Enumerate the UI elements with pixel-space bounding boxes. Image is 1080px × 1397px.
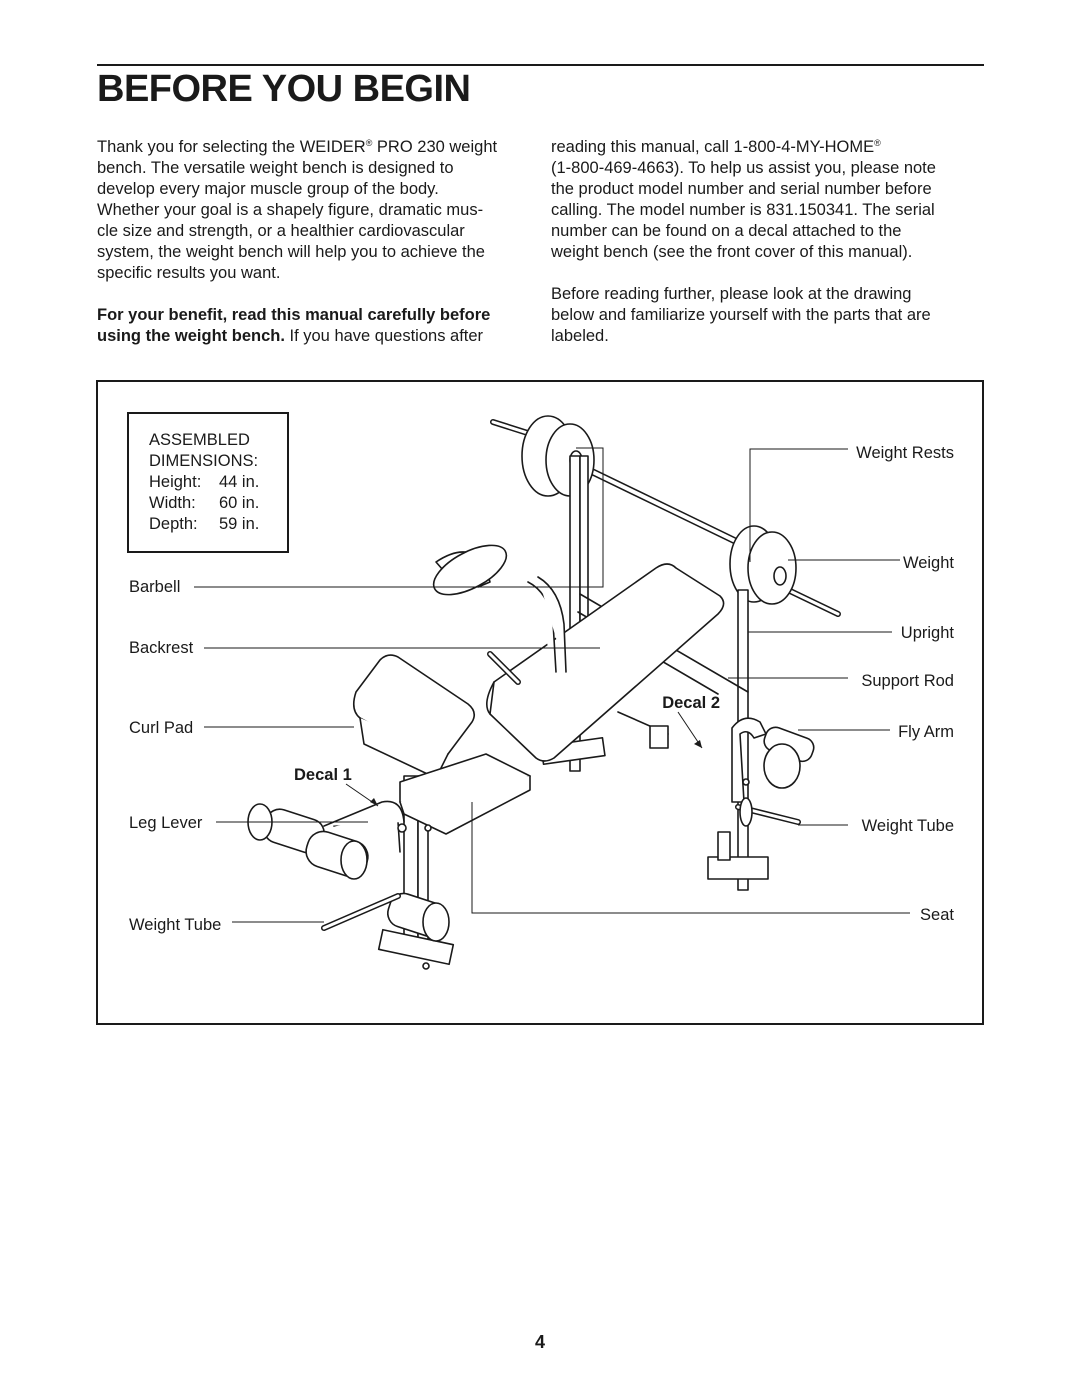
dimension-label-depth: Depth: [149, 515, 198, 533]
label-decal-2: Decal 2 [662, 694, 720, 712]
decal2-arrowhead [694, 740, 702, 748]
label-weight-tube-right: Weight Tube [862, 817, 954, 835]
label-weight: Weight [903, 554, 954, 572]
decal1-arrowhead [370, 798, 378, 806]
text-line: specific results you want. [97, 264, 281, 282]
label-upright: Upright [901, 624, 955, 642]
label-backrest: Backrest [129, 639, 194, 657]
label-decal-1: Decal 1 [294, 766, 352, 784]
text-line: labeled. [551, 327, 609, 345]
dimensions-heading-2: DIMENSIONS: [149, 452, 258, 470]
text-line: number can be found on a decal attached … [551, 222, 902, 240]
intro-left-column: Thank you for selecting the WEIDER® PRO … [97, 137, 532, 347]
bench-drawing: ASSEMBLED DIMENSIONS: Height: 44 in. Wid… [127, 412, 955, 970]
dimension-label-height: Height: [149, 473, 201, 491]
page-number: 4 [534, 1332, 545, 1352]
text-line: system, the weight bench will help you t… [97, 243, 485, 261]
text-line: below and familiarize yourself with the … [551, 306, 931, 324]
text-line: Before reading further, please look at t… [551, 285, 912, 303]
weight-bench-illustration [247, 415, 841, 970]
dimensions-box [127, 412, 289, 553]
page-title: BEFORE YOU BEGIN [97, 68, 471, 110]
label-curl-pad: Curl Pad [129, 719, 193, 737]
intro-paragraph-2: For your benefit, read this manual caref… [97, 305, 532, 347]
text-line: reading this manual, call 1-800-4-MY-HOM… [551, 138, 881, 156]
label-weight-rests: Weight Rests [856, 444, 954, 462]
dimension-value-height: 44 in. [219, 473, 259, 491]
text-line: For your benefit, read this manual caref… [97, 306, 491, 324]
label-support-rod: Support Rod [861, 672, 954, 690]
text-line: Thank you for selecting the WEIDER® PRO … [97, 138, 498, 156]
text-line: develop every major muscle group of the … [97, 180, 439, 198]
text-line: weight bench (see the front cover of thi… [551, 243, 913, 261]
dimensions-heading-1: ASSEMBLED [149, 431, 250, 449]
text-line: the product model number and serial numb… [551, 180, 932, 198]
text-line: using the weight bench. If you have ques… [97, 327, 484, 345]
intro-paragraph-1: Thank you for selecting the WEIDER® PRO … [97, 137, 532, 284]
text-line: Whether your goal is a shapely figure, d… [97, 201, 484, 219]
intro-paragraph-2-cont: reading this manual, call 1-800-4-MY-HOM… [551, 137, 984, 263]
intro-paragraph-3: Before reading further, please look at t… [551, 284, 984, 347]
dimension-label-width: Width: [149, 494, 196, 512]
label-seat: Seat [920, 906, 954, 924]
label-fly-arm: Fly Arm [898, 723, 954, 741]
label-weight-tube-left: Weight Tube [129, 916, 221, 934]
text-line: cle size and strength, or a healthier ca… [97, 222, 465, 240]
text-line: bench. The versatile weight bench is des… [97, 159, 454, 177]
leader-lines [194, 447, 910, 923]
dimension-value-depth: 59 in. [219, 515, 259, 533]
text-line: (1-800-469-4663). To help us assist you,… [551, 159, 936, 177]
label-barbell: Barbell [129, 578, 180, 596]
text-line: calling. The model number is 831.150341.… [551, 201, 935, 219]
dimension-value-width: 60 in. [219, 494, 259, 512]
intro-right-column: reading this manual, call 1-800-4-MY-HOM… [551, 137, 984, 347]
label-leg-lever: Leg Lever [129, 814, 203, 832]
title-rule [97, 64, 984, 66]
bench-diagram: ASSEMBLED DIMENSIONS: Height: 44 in. Wid… [96, 380, 984, 1025]
